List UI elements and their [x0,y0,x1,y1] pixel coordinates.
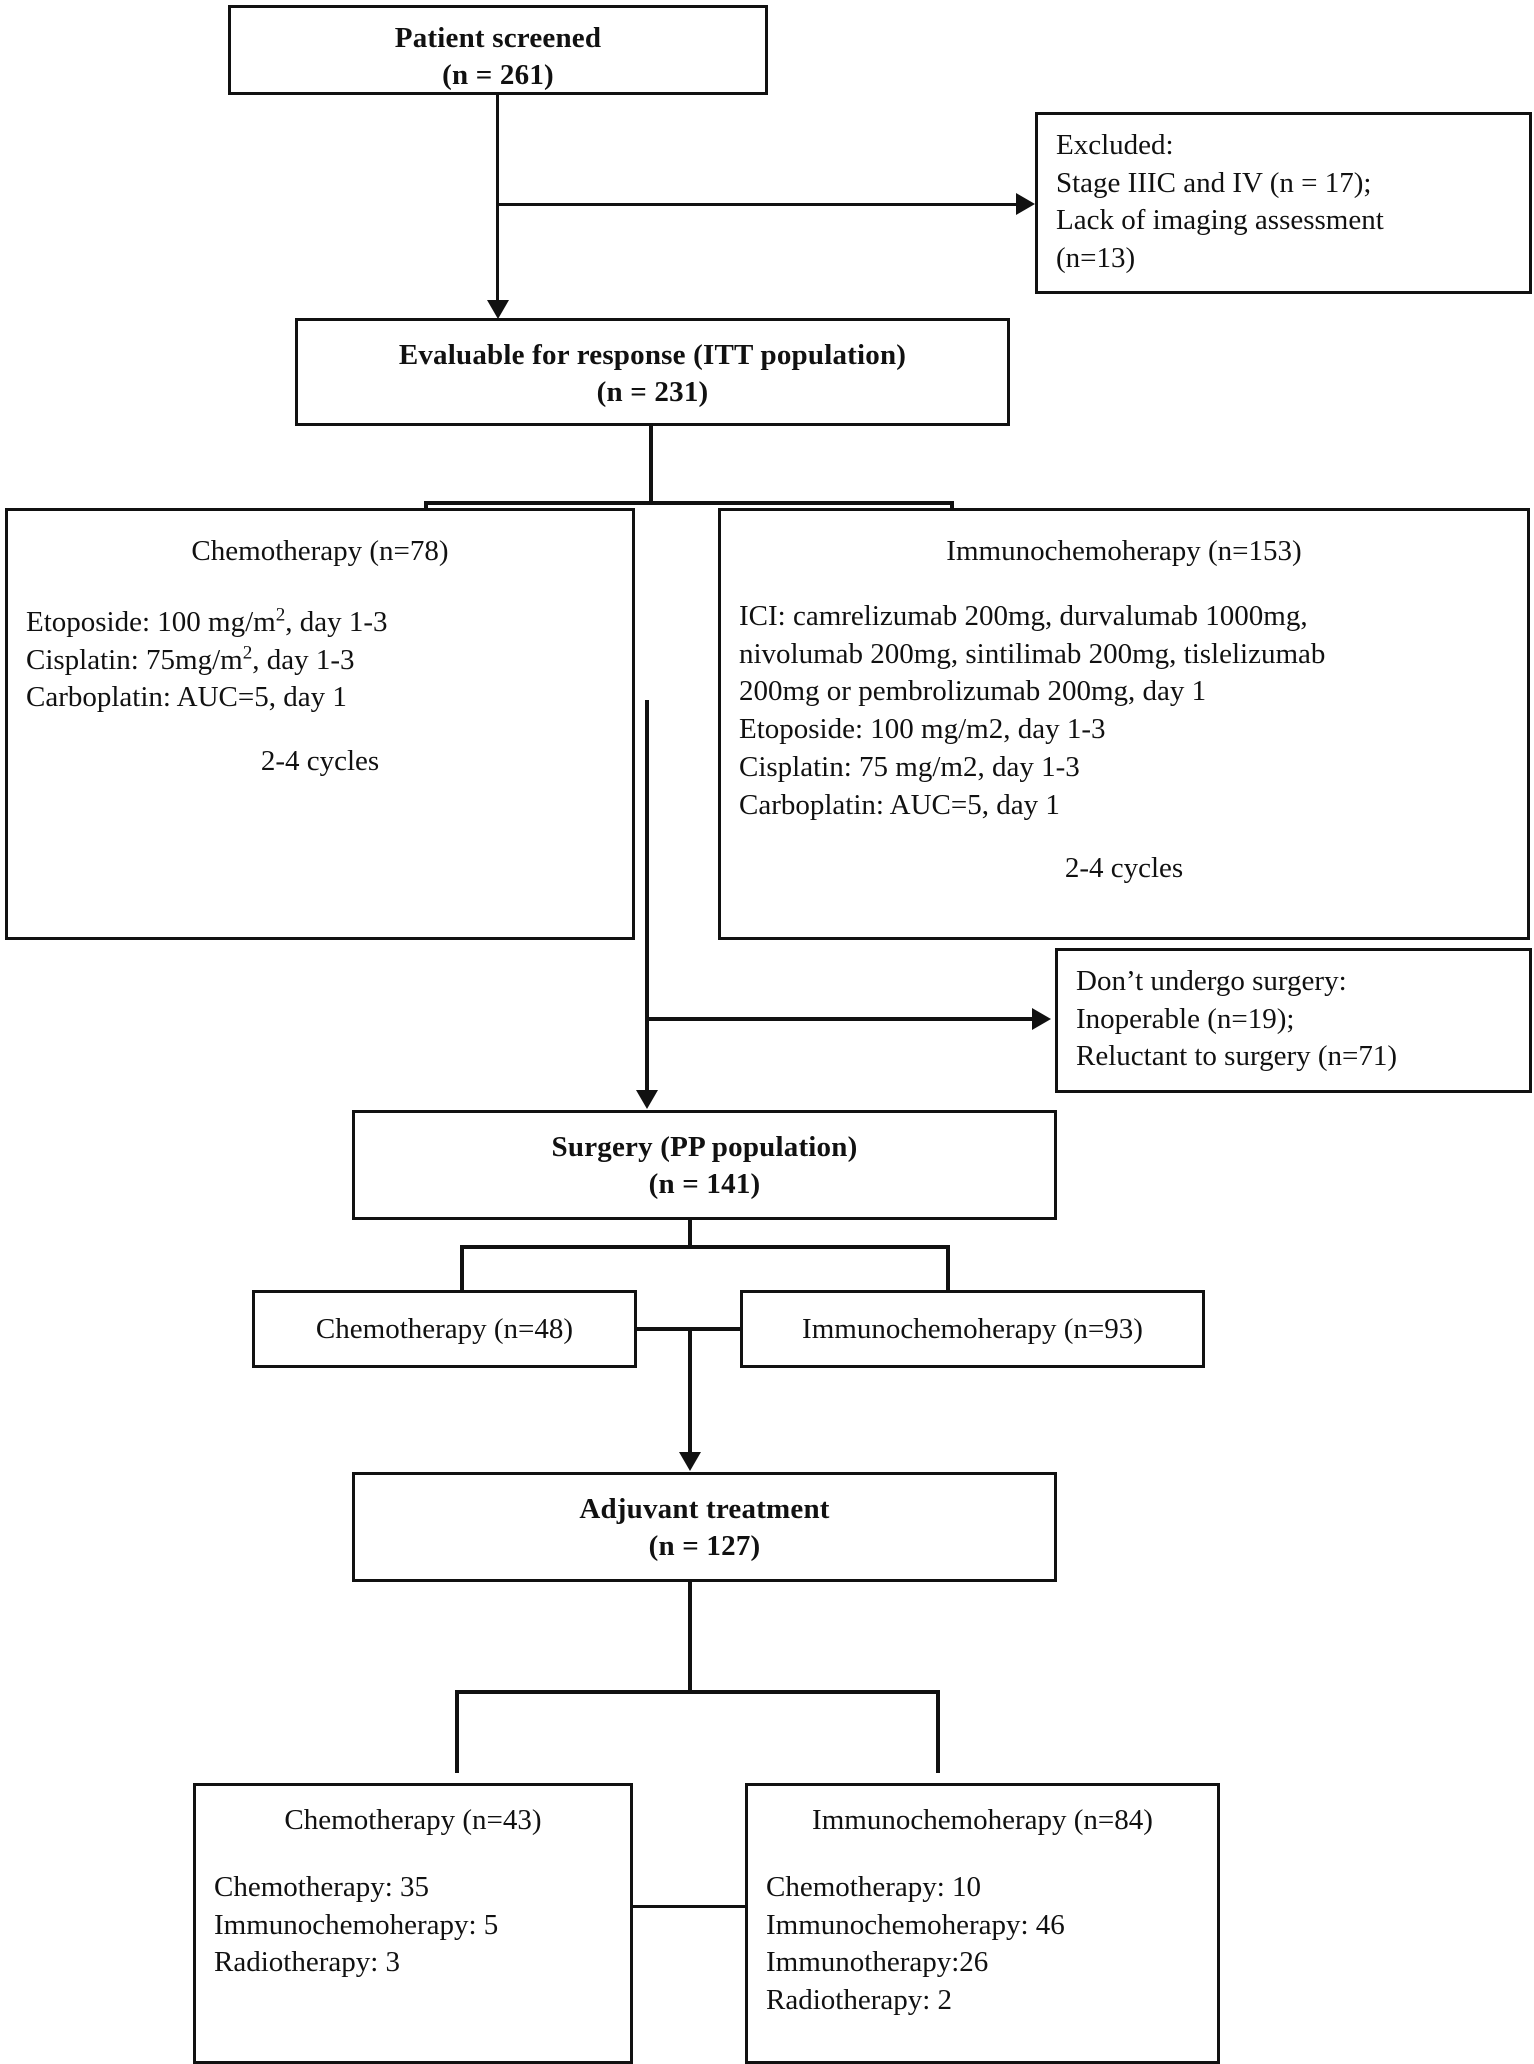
adjuvant-immuno-line-1: Chemotherapy: 10 [766,1871,982,1904]
immuno-arm-ici-line-2: nivolumab 200mg, sintilimab 200mg, tisle… [739,637,1326,670]
arrowhead-screened-to-itt [487,300,509,319]
connector-to-no-surgery [645,1017,1035,1021]
immuno-arm-title: Immunochemoherapy (n=153) [946,535,1302,567]
adjuvant-count: (n = 127) [648,1530,761,1563]
excluded-line-2: Stage IIIC and IV (n = 17); [1056,166,1372,199]
node-adjuvant-immunochemotherapy: Immunochemoherapy (n=84) Chemotherapy: 1… [745,1783,1220,2064]
immuno-arm-cycles: 2-4 cycles [1064,852,1184,885]
adjuvant-immuno-line-4: Radiotherapy: 2 [766,1984,953,2017]
chemo-arm-cisplatin: Cisplatin: 75mg/m2, day 1-3 [26,642,355,676]
immuno-arm-cisplatin: Cisplatin: 75 mg/m2, day 1-3 [739,750,1080,783]
arrowhead-to-no-surgery [1032,1008,1051,1030]
connector-arms-to-surgery [645,700,649,1090]
adjuvant-chemo-line-2: Immunochemoherapy: 5 [214,1908,499,1941]
node-surgery-immunochemotherapy: Immunochemoherapy (n=93) [740,1290,1205,1368]
connector-subgroup-to-adjuvant [688,1327,692,1452]
connector-adjuvant-split-bar [455,1690,940,1694]
node-patient-screened: Patient screened (n = 261) [228,5,768,95]
immuno-arm-ici-line-3: 200mg or pembrolizumab 200mg, day 1 [739,675,1207,708]
adjuvant-immuno-line-3: Immunotherapy:26 [766,1946,989,1979]
excluded-line-4: (n=13) [1056,242,1136,275]
immuno-arm-ici-line-1: ICI: camrelizumab 200mg, durvalumab 1000… [739,600,1308,633]
immuno-arm-carboplatin: Carboplatin: AUC=5, day 1 [739,788,1060,821]
node-surgery-chemotherapy: Chemotherapy (n=48) [252,1290,637,1368]
patient-screened-title: Patient screened [394,22,602,54]
node-no-surgery: Don’t undergo surgery: Inoperable (n=19)… [1055,948,1532,1093]
chemo-arm-cycles: 2-4 cycles [260,745,380,778]
connector-adjuvant-to-chemo [455,1690,459,1773]
surgery-chemo-title: Chemotherapy (n=48) [315,1313,574,1345]
arrowhead-to-surgery [636,1090,658,1109]
arrowhead-to-excluded [1016,193,1035,215]
connector-adjuvant-to-immuno [936,1690,940,1773]
connector-surgery-to-chemo [460,1245,464,1290]
no-surgery-line-3: Reluctant to surgery (n=71) [1076,1040,1398,1073]
chemo-arm-carboplatin: Carboplatin: AUC=5, day 1 [26,681,347,714]
adjuvant-chemo-title: Chemotherapy (n=43) [284,1804,542,1836]
connector-screened-to-excluded [496,203,1019,206]
node-adjuvant-chemotherapy: Chemotherapy (n=43) Chemotherapy: 35 Imm… [193,1783,633,2064]
connector-surgery-to-immuno [946,1245,950,1290]
adjuvant-immuno-title: Immunochemoherapy (n=84) [812,1804,1153,1836]
node-immunochemo-arm: Immunochemoherapy (n=153) ICI: camrelizu… [718,508,1530,940]
itt-count: (n = 231) [596,376,709,409]
patient-screened-count: (n = 261) [442,59,554,92]
chemo-arm-title: Chemotherapy (n=78) [191,535,449,567]
immuno-arm-etoposide: Etoposide: 100 mg/m2, day 1-3 [739,713,1106,746]
surgery-immuno-title: Immunochemoherapy (n=93) [802,1313,1143,1345]
surgery-title: Surgery (PP population) [551,1131,858,1163]
connector-itt-split-bar [424,501,954,505]
surgery-count: (n = 141) [648,1168,761,1201]
node-excluded: Excluded: Stage IIIC and IV (n = 17); La… [1035,112,1532,294]
connector-surgery-stem [688,1220,692,1248]
adjuvant-chemo-line-3: Radiotherapy: 3 [214,1946,401,1979]
excluded-line-1: Excluded: [1056,129,1174,161]
chemo-arm-etoposide: Etoposide: 100 mg/m2, day 1-3 [26,604,388,639]
node-surgery: Surgery (PP population) (n = 141) [352,1110,1057,1220]
connector-adjuvant-stem [688,1582,692,1692]
no-surgery-line-1: Don’t undergo surgery: [1076,965,1347,997]
excluded-line-3: Lack of imaging assessment [1056,204,1384,237]
adjuvant-immuno-line-2: Immunochemoherapy: 46 [766,1908,1065,1941]
connector-itt-stem [649,426,653,504]
node-itt-population: Evaluable for response (ITT population) … [295,318,1010,426]
no-surgery-line-2: Inoperable (n=19); [1076,1002,1295,1035]
arrowhead-to-adjuvant [679,1452,701,1471]
connector-surgery-split-bar [460,1245,950,1249]
adjuvant-chemo-line-1: Chemotherapy: 35 [214,1871,430,1904]
connector-screened-down [496,95,499,300]
node-adjuvant-treatment: Adjuvant treatment (n = 127) [352,1472,1057,1582]
adjuvant-title: Adjuvant treatment [579,1493,830,1525]
itt-title: Evaluable for response (ITT population) [398,339,907,371]
connector-adjuvant-subgroup-link [630,1905,748,1908]
node-chemotherapy-arm: Chemotherapy (n=78) Etoposide: 100 mg/m2… [5,508,635,940]
